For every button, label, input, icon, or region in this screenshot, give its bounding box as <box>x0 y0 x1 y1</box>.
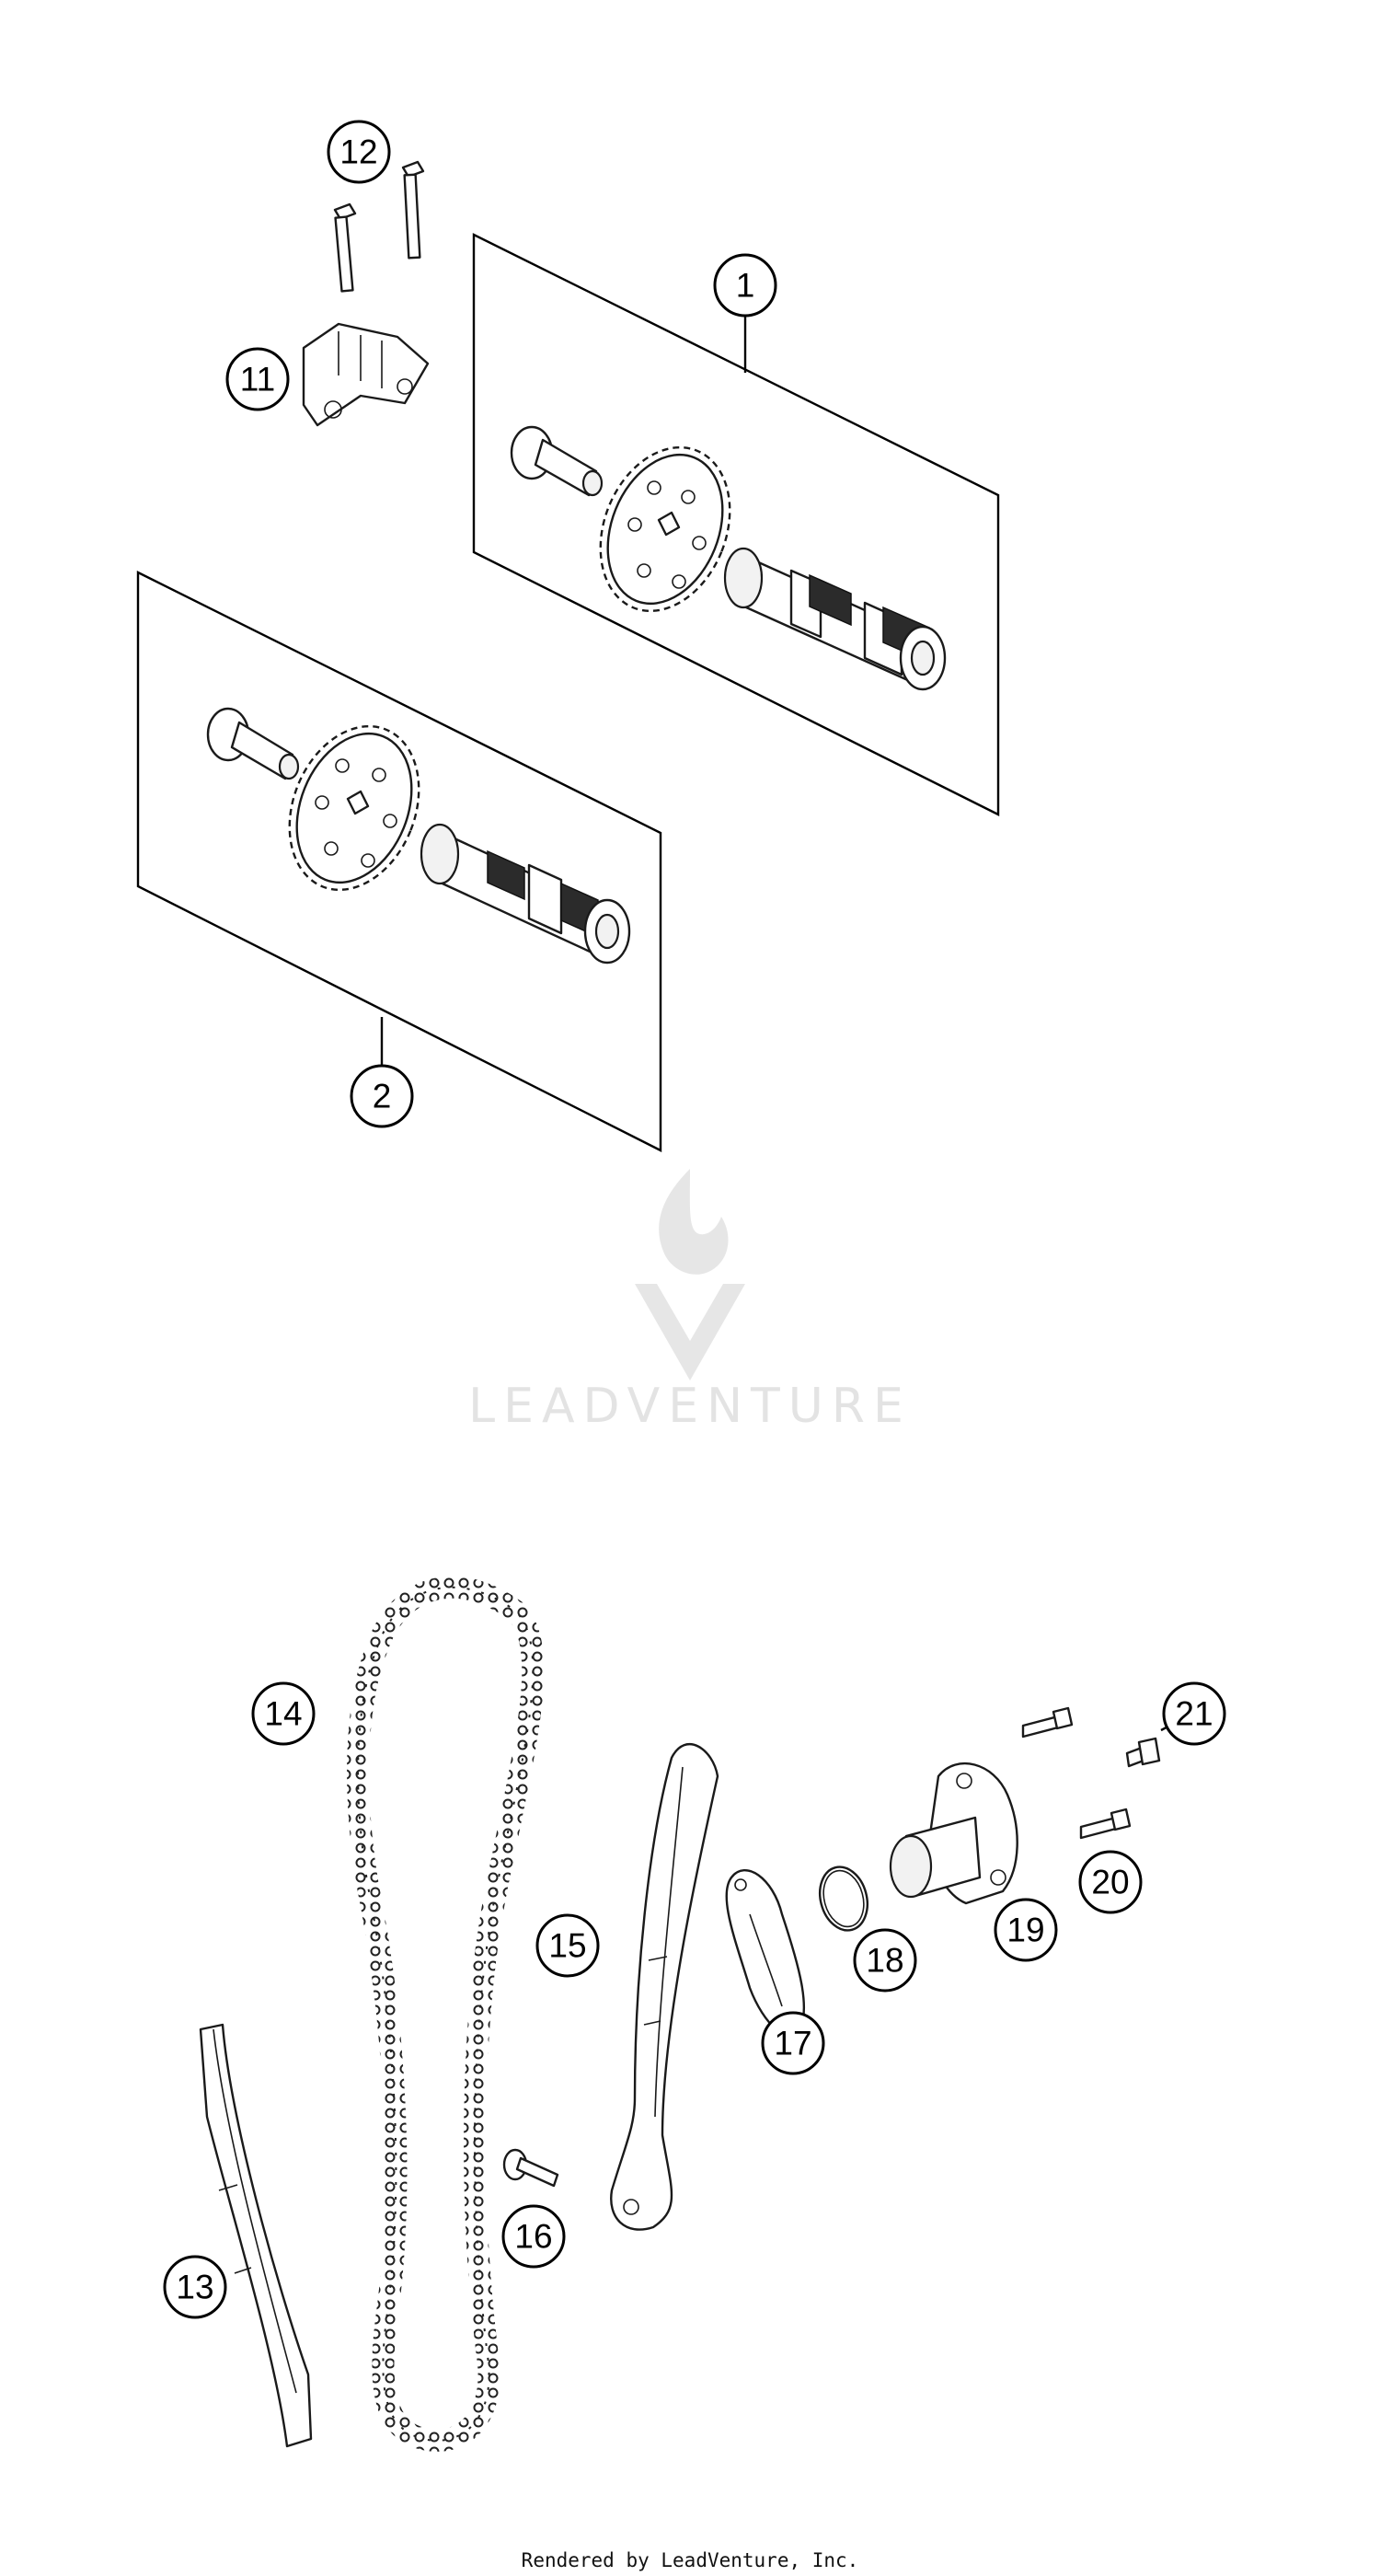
o-ring-18 <box>819 1866 868 1932</box>
callout-15-label: 15 <box>548 1927 586 1965</box>
callout-12: 12 <box>327 120 391 184</box>
tensioner-rail-15 <box>610 1742 719 2231</box>
camshaft-sprocket-2 <box>288 724 420 892</box>
camshaft-pin <box>510 425 604 497</box>
timing-chain-14 <box>347 1576 545 2452</box>
callout-17-label: 17 <box>774 2025 811 2062</box>
callout-11: 11 <box>225 347 290 411</box>
chain-guide-13 <box>199 2023 313 2448</box>
camshaft <box>723 547 947 691</box>
callout-13: 13 <box>163 2255 227 2319</box>
callout-16: 16 <box>501 2204 566 2269</box>
screw-plug-21 <box>1125 1737 1161 1768</box>
callout-2-label: 2 <box>373 1078 392 1115</box>
callout-2: 2 <box>350 1064 414 1128</box>
callout-20-label: 20 <box>1091 1864 1129 1901</box>
callout-14: 14 <box>251 1681 316 1746</box>
footer-credit: Rendered by LeadVenture, Inc. <box>521 2549 859 2571</box>
callout-13-label: 13 <box>176 2269 213 2306</box>
leadventure-watermark: LEADVENTURE <box>468 1169 912 1434</box>
bolts-12 <box>333 160 425 293</box>
callout-18: 18 <box>853 1928 917 1993</box>
callout-1-label: 1 <box>736 267 755 305</box>
camshaft-assembly-1 <box>472 233 1000 816</box>
callout-14-label: 14 <box>264 1695 302 1733</box>
callout-21: 21 <box>1162 1681 1226 1746</box>
callout-12-label: 12 <box>339 133 377 171</box>
callout-19: 19 <box>994 1898 1058 1962</box>
camshaft-sprocket <box>599 445 731 613</box>
camshaft-pin-2 <box>206 707 300 780</box>
chain-tensioner-19 <box>889 1762 1018 1905</box>
callout-20: 20 <box>1078 1850 1143 1914</box>
cam-bracket-11 <box>302 322 430 427</box>
pivot-bolt-16 <box>502 2148 559 2188</box>
callout-21-label: 21 <box>1175 1695 1213 1733</box>
callout-18-label: 18 <box>866 1942 903 1980</box>
callout-17: 17 <box>761 2011 825 2075</box>
camshaft-assembly-2 <box>136 571 662 1152</box>
gasket-17 <box>725 1868 806 2038</box>
camshaft-2 <box>420 823 631 965</box>
callout-19-label: 19 <box>1006 1912 1044 1949</box>
watermark-text: LEADVENTURE <box>468 1379 912 1434</box>
callout-11-label: 11 <box>240 361 275 399</box>
callout-15: 15 <box>535 1913 600 1978</box>
bolts-20 <box>1021 1706 1132 1840</box>
callout-16-label: 16 <box>514 2218 552 2256</box>
callout-1: 1 <box>713 253 777 318</box>
